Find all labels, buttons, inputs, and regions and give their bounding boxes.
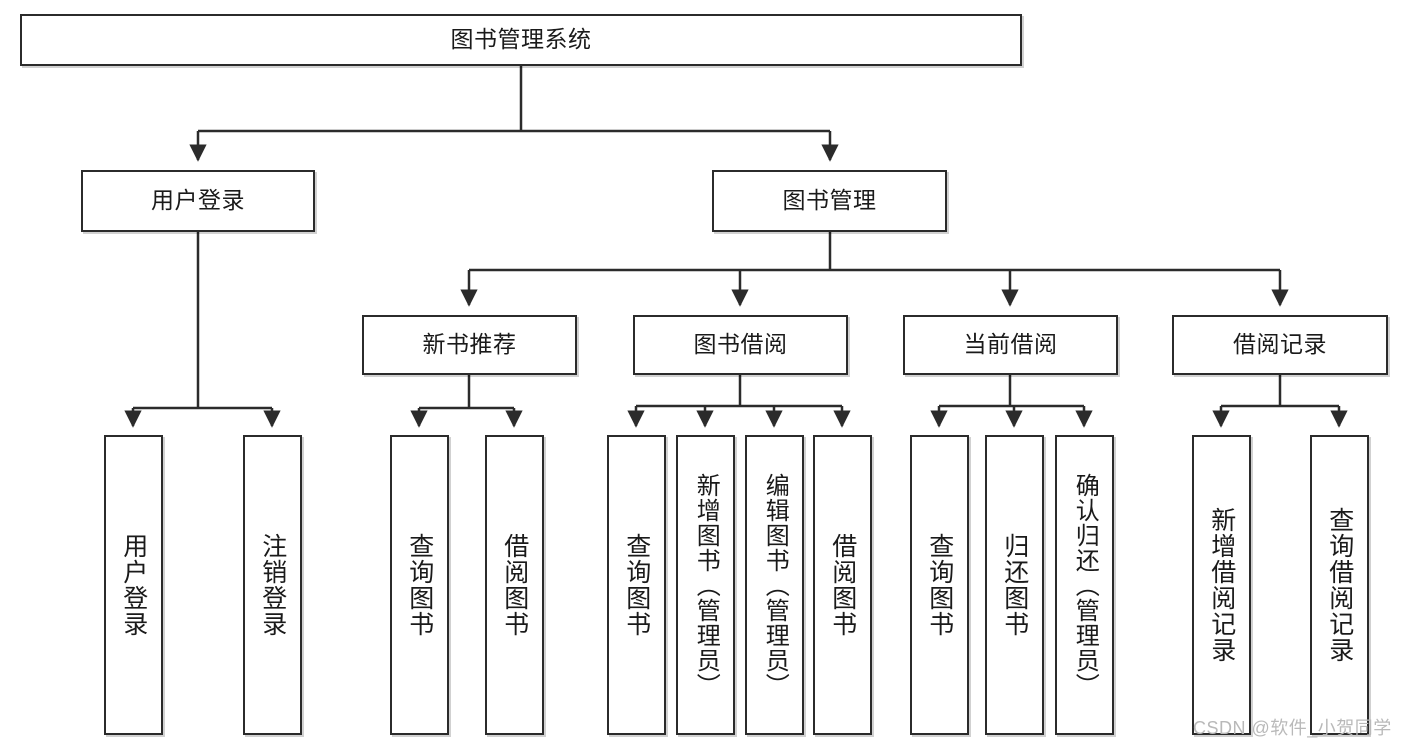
node-leaf-borrow-book-1[interactable]: 借阅图书 [485, 435, 544, 735]
node-borrow-record[interactable]: 借阅记录 [1172, 315, 1388, 375]
node-root-system[interactable]: 图书管理系统 [20, 14, 1022, 66]
node-book-borrow[interactable]: 图书借阅 [633, 315, 848, 375]
node-label: 查询图书 [925, 533, 954, 637]
node-label: 借阅图书 [500, 533, 529, 637]
node-label: 编辑图书（管理员） [761, 472, 789, 698]
node-leaf-query-book-3[interactable]: 查询图书 [910, 435, 969, 735]
node-label: 归还图书 [1000, 533, 1029, 637]
node-label: 新书推荐 [422, 331, 517, 358]
node-label: 注销登录 [258, 533, 287, 637]
node-new-book-recommend[interactable]: 新书推荐 [362, 315, 577, 375]
node-label: 借阅记录 [1233, 331, 1327, 358]
node-leaf-return-book[interactable]: 归还图书 [985, 435, 1044, 735]
node-label: 确认归还（管理员） [1071, 472, 1099, 698]
node-label: 新增借阅记录 [1207, 507, 1236, 663]
node-current-borrow[interactable]: 当前借阅 [903, 315, 1118, 375]
node-leaf-add-book[interactable]: 新增图书（管理员） [676, 435, 735, 735]
node-leaf-edit-book[interactable]: 编辑图书（管理员） [745, 435, 804, 735]
node-label: 查询借阅记录 [1325, 507, 1354, 663]
node-label: 用户登录 [151, 187, 245, 214]
node-label: 查询图书 [622, 533, 651, 637]
node-user-login[interactable]: 用户登录 [81, 170, 315, 232]
node-leaf-user-login[interactable]: 用户登录 [104, 435, 163, 735]
csdn-watermark: CSDN @软件_小贺同学 [1193, 718, 1392, 738]
node-label: 图书管理 [782, 187, 877, 214]
node-leaf-query-book-2[interactable]: 查询图书 [607, 435, 666, 735]
node-label: 图书借阅 [693, 331, 788, 358]
node-label: 查询图书 [405, 533, 434, 637]
node-book-manage[interactable]: 图书管理 [712, 170, 947, 232]
node-leaf-borrow-book-2[interactable]: 借阅图书 [813, 435, 872, 735]
node-leaf-confirm-return[interactable]: 确认归还（管理员） [1055, 435, 1114, 735]
node-leaf-add-borrow-record[interactable]: 新增借阅记录 [1192, 435, 1251, 735]
node-leaf-user-logout[interactable]: 注销登录 [243, 435, 302, 735]
node-label: 借阅图书 [828, 533, 857, 637]
node-label: 当前借阅 [963, 331, 1058, 358]
node-label: 图书管理系统 [450, 26, 592, 53]
node-label: 新增图书（管理员） [692, 472, 720, 698]
node-leaf-query-book-1[interactable]: 查询图书 [390, 435, 449, 735]
node-label: 用户登录 [119, 533, 148, 637]
node-leaf-query-borrow-record[interactable]: 查询借阅记录 [1310, 435, 1369, 735]
